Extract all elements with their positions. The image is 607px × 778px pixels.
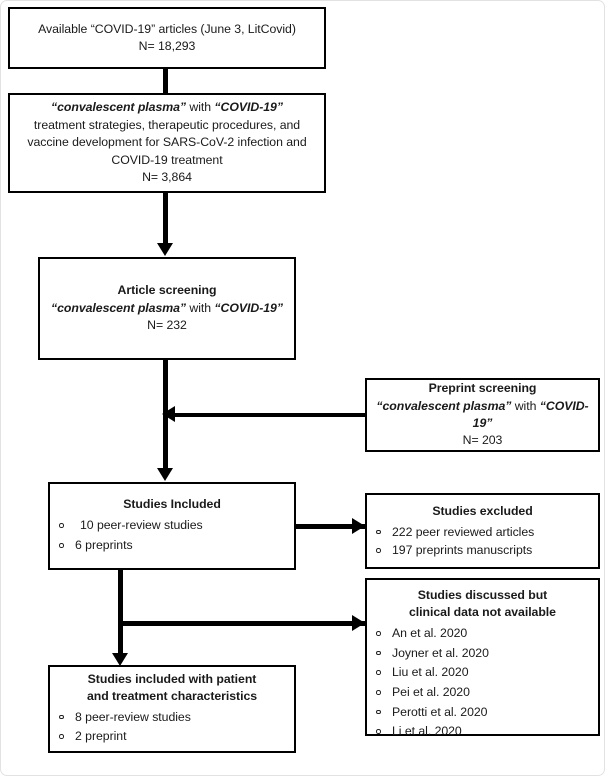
studies-excluded-heading: Studies excluded: [432, 503, 533, 518]
arrowhead-included-to-excluded: [352, 517, 365, 534]
studies-discussed-list: An et al. 2020 Joyner et al. 2020 Liu et…: [367, 624, 598, 742]
node-studies-excluded: Studies excluded 222 peer reviewed artic…: [365, 493, 600, 569]
node-studies-included: Studies Included 10 peer-review studies …: [48, 482, 296, 570]
available-articles-count: N= 18,293: [138, 39, 196, 53]
list-item: 10 peer-review studies: [50, 516, 294, 535]
arrowhead-spine-to-discussed: [352, 614, 365, 631]
node-available-articles: Available “COVID-19” articles (June 3, L…: [8, 7, 326, 69]
node-search-strategy: “convalescent plasma” with “COVID-19” tr…: [8, 93, 326, 193]
studies-discussed-heading: Studies discussed but clinical data not …: [367, 587, 598, 621]
list-item: 6 preprints: [50, 536, 294, 555]
arrowhead-preprint-to-spine: [162, 406, 175, 423]
arrowhead-included-to-final: [111, 653, 128, 666]
search-strategy-count: N= 3,864: [142, 170, 192, 185]
node-article-screening: Article screening “convalescent plasma” …: [38, 257, 296, 360]
connector-included-to-final: [118, 570, 123, 656]
article-screening-heading: Article screening: [117, 283, 217, 298]
preprint-screening-count: N= 203: [462, 433, 503, 448]
studies-characteristics-list: 8 peer-review studies 2 preprint: [50, 708, 294, 747]
list-item: Pei et al. 2020: [367, 683, 598, 702]
node-studies-with-characteristics: Studies included with patient and treatm…: [48, 665, 296, 753]
list-item: 222 peer reviewed articles: [367, 523, 598, 541]
studies-included-list: 10 peer-review studies 6 preprints: [50, 516, 294, 555]
search-strategy-line3: vaccine development for SARS-CoV-2 infec…: [27, 135, 307, 150]
connector-included-to-excluded: [296, 524, 365, 529]
article-screening-terms: “convalescent plasma” with “COVID-19”: [51, 300, 283, 315]
connector-available-to-search: [163, 69, 168, 93]
studies-excluded-list: 222 peer reviewed articles 197 preprints…: [367, 523, 598, 559]
connector-spine-to-discussed: [118, 621, 365, 626]
list-item: Liu et al. 2020: [367, 663, 598, 682]
studies-characteristics-heading-line1: Studies included with patient: [87, 671, 257, 686]
studies-discussed-heading-line2: clinical data not available: [409, 604, 556, 619]
arrowhead-screening-to-included: [156, 468, 173, 481]
list-item: 2 preprint: [50, 727, 294, 746]
list-item: An et al. 2020: [367, 624, 598, 643]
available-articles-line1: Available “COVID-19” articles (June 3, L…: [38, 21, 296, 36]
studies-characteristics-heading-line2: and treatment characteristics: [86, 688, 258, 703]
list-item: 8 peer-review studies: [50, 708, 294, 727]
search-strategy-line1: “convalescent plasma” with “COVID-19”: [51, 100, 283, 115]
list-item: Joyner et al. 2020: [367, 644, 598, 663]
node-preprint-screening: Preprint screening “convalescent plasma”…: [365, 378, 600, 452]
search-strategy-line4: COVID-19 treatment: [111, 152, 223, 167]
preprint-screening-terms: “convalescent plasma” with “COVID-19”: [376, 398, 589, 430]
studies-characteristics-heading: Studies included with patient and treatm…: [50, 671, 294, 705]
search-strategy-line2: treatment strategies, therapeutic proced…: [33, 117, 301, 132]
preprint-screening-heading: Preprint screening: [428, 381, 537, 396]
arrowhead-search-to-screening: [156, 243, 173, 256]
list-item: Li et al. 2020: [367, 722, 598, 741]
list-item: Perotti et al. 2020: [367, 703, 598, 722]
connector-search-to-screening: [163, 193, 168, 245]
list-item: 197 preprints manuscripts: [367, 541, 598, 559]
connector-preprint-to-spine: [175, 412, 365, 417]
studies-included-heading: Studies Included: [123, 497, 221, 512]
article-screening-count: N= 232: [147, 318, 187, 333]
node-studies-discussed: Studies discussed but clinical data not …: [365, 578, 600, 738]
studies-discussed-heading-line1: Studies discussed but: [417, 588, 548, 602]
